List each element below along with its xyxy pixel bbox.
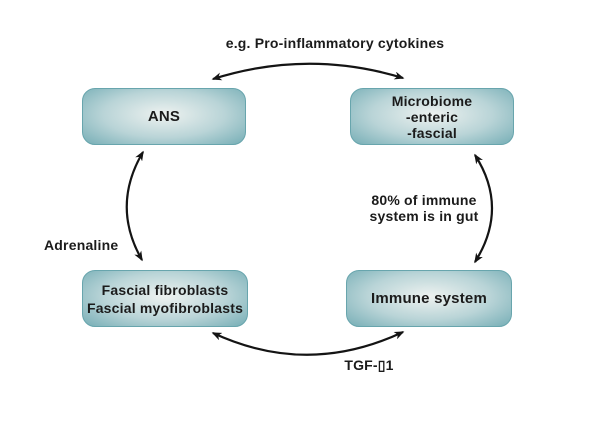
node-fascial-fibroblasts: Fascial fibroblasts Fascial myofibroblas… bbox=[82, 270, 248, 327]
edge-label-immune-gut-line1: 80% of immune bbox=[371, 192, 477, 208]
node-microbiome: Microbiome -enteric -fascial bbox=[350, 88, 514, 145]
arrow-ans-microbiome bbox=[211, 62, 405, 81]
arrow-ans-fascial bbox=[125, 150, 144, 262]
node-microbiome-text: Microbiome -enteric -fascial bbox=[392, 93, 473, 141]
node-microbiome-line3: -fascial bbox=[407, 124, 457, 141]
edge-label-tgf-b1: TGF-▯1 bbox=[344, 357, 394, 373]
node-immune-label: Immune system bbox=[371, 290, 487, 307]
node-fascial-line1: Fascial fibroblasts bbox=[101, 281, 229, 298]
edge-label-cytokines: e.g. Pro-inflammatory cytokines bbox=[225, 35, 445, 51]
node-fascial-text: Fascial fibroblasts Fascial myofibroblas… bbox=[87, 281, 243, 317]
edge-label-adrenaline: Adrenaline bbox=[44, 237, 119, 253]
arrow-microbiome-immune bbox=[474, 153, 493, 264]
node-ans-label: ANS bbox=[147, 108, 181, 125]
edge-label-immune-gut-line2: system is in gut bbox=[369, 208, 479, 224]
node-immune-system: Immune system bbox=[346, 270, 512, 327]
arrow-fascial-immune bbox=[211, 331, 405, 356]
edge-label-immune-gut: 80% of immune system is in gut bbox=[366, 192, 482, 224]
node-microbiome-line2: -enteric bbox=[405, 108, 459, 125]
node-fascial-line2: Fascial myofibroblasts bbox=[86, 299, 244, 316]
node-ans: ANS bbox=[82, 88, 246, 145]
node-microbiome-line1: Microbiome bbox=[391, 92, 473, 109]
